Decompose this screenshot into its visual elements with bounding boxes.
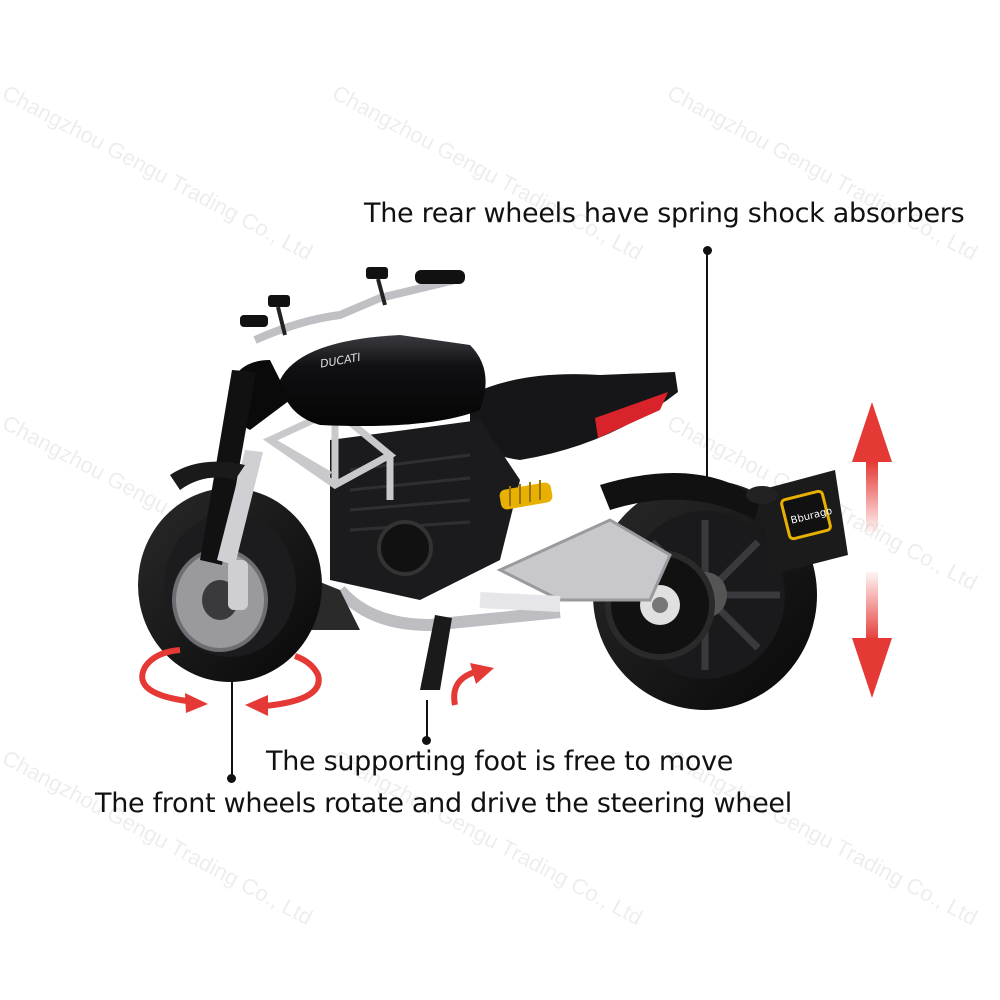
exhaust-pipe xyxy=(335,585,561,632)
license-plate: Bburago xyxy=(746,470,848,575)
fuel-tank xyxy=(280,335,486,426)
caption-rear-wheel: The rear wheels have spring shock absorb… xyxy=(364,198,965,229)
caption-front-wheel: The front wheels rotate and drive the st… xyxy=(95,788,792,819)
red-curved-arrows-icon xyxy=(139,647,494,716)
callout-line-front xyxy=(231,680,233,776)
callout-dot-front xyxy=(227,774,236,783)
callout-dot-foot xyxy=(422,736,431,745)
kickstand xyxy=(420,615,452,690)
tail-light xyxy=(595,392,668,438)
caption-support-foot: The supporting foot is free to move xyxy=(266,746,734,777)
front-wheel xyxy=(138,488,322,682)
callout-line-foot xyxy=(426,700,428,738)
trellis-frame xyxy=(262,405,397,500)
rear-shock-absorber xyxy=(499,480,553,510)
callout-dot-rear xyxy=(703,246,712,255)
mirror-left xyxy=(268,295,290,307)
handlebar xyxy=(240,267,465,344)
callout-line-rear xyxy=(706,252,708,492)
red-up-down-arrows-icon xyxy=(852,402,892,698)
swingarm xyxy=(496,518,672,602)
seat xyxy=(470,372,678,460)
mirror-right xyxy=(366,267,388,279)
